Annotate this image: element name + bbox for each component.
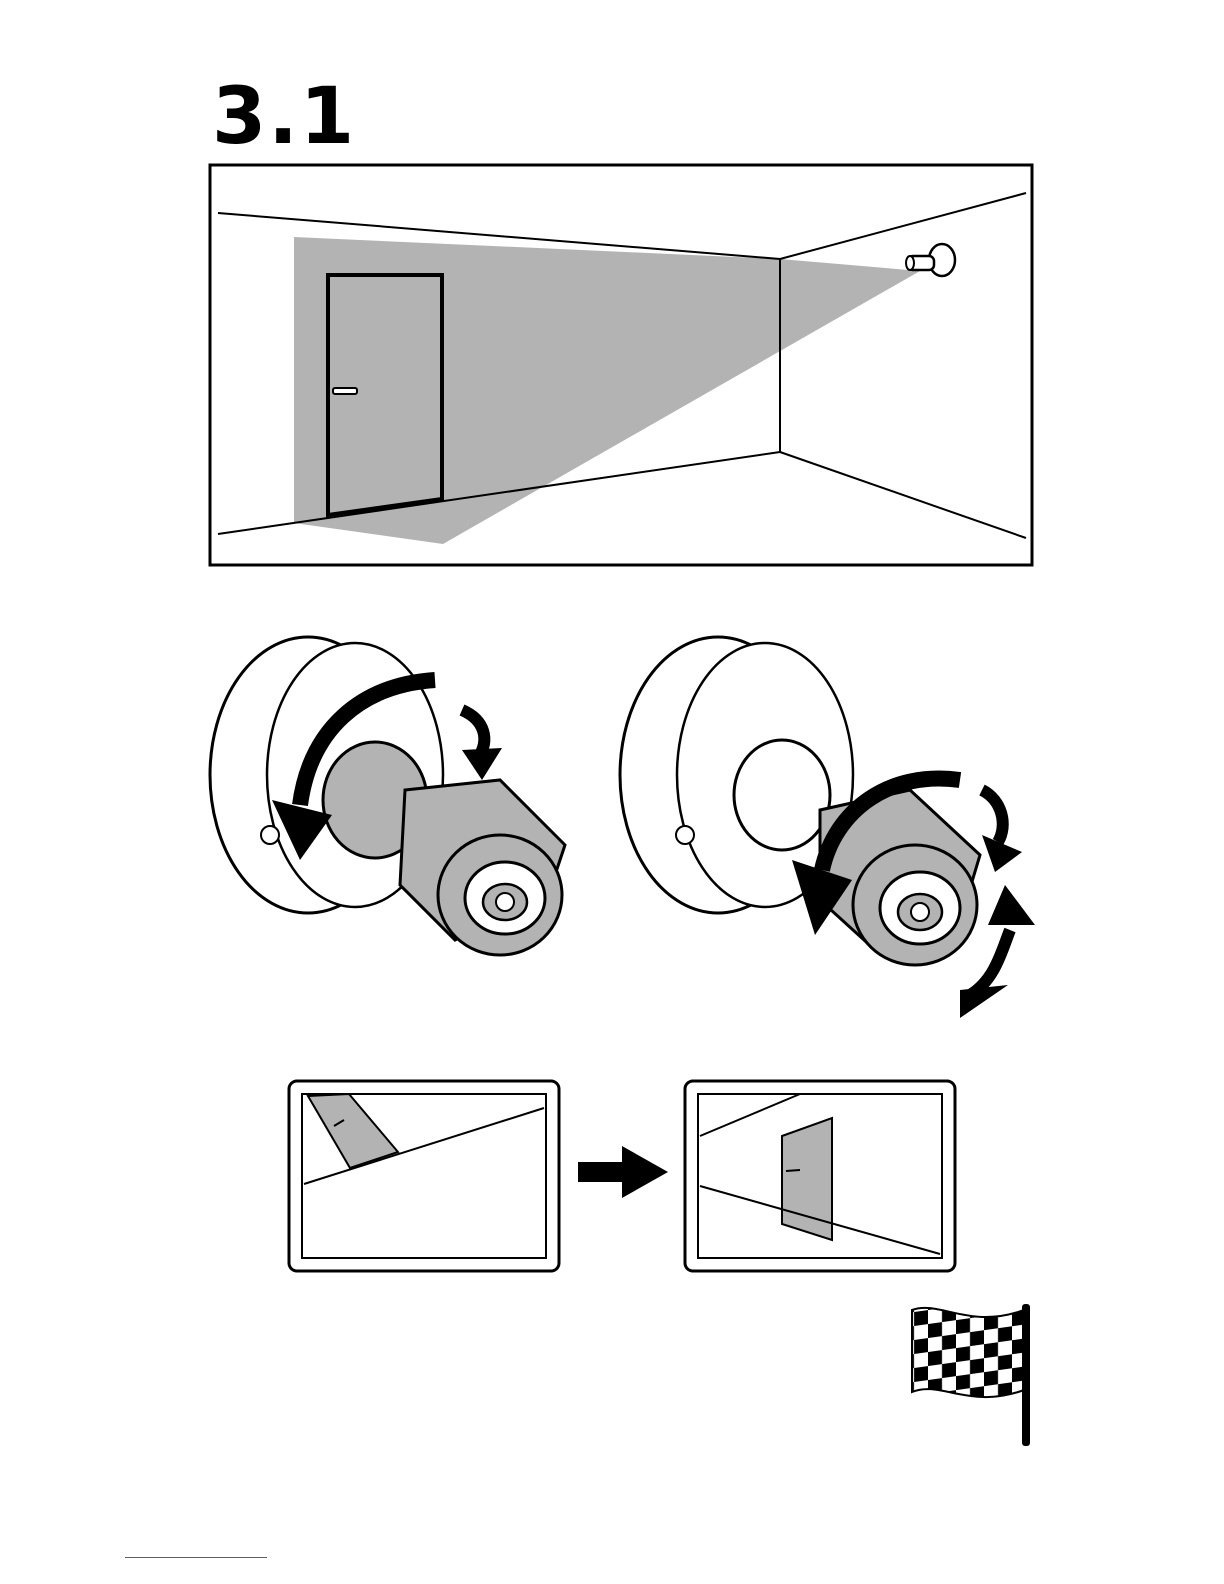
room-field-of-view-illustration [208,163,1036,571]
camera-pan-illustration [200,630,590,980]
checkered-flag-icon [900,1300,1040,1450]
camera-tilt-illustration [610,630,1050,1030]
footer-rule [125,1557,267,1558]
step-number: 3.1 [212,78,356,156]
view-after-illustration [682,1078,958,1274]
view-before-illustration [286,1078,562,1274]
right-arrow-icon [572,1140,672,1204]
